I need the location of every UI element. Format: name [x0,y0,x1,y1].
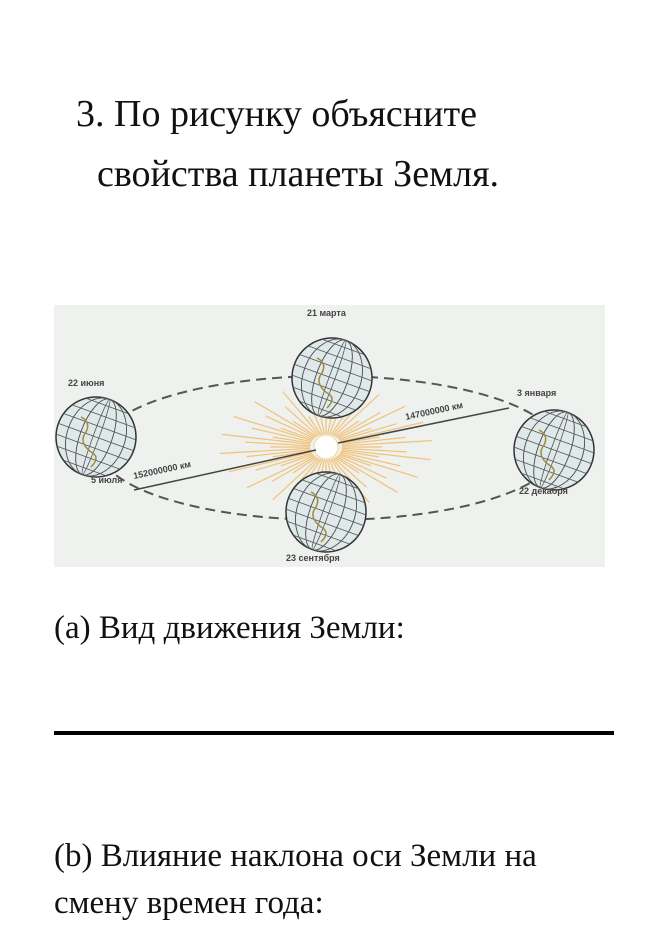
label-july: 5 июля [91,475,122,485]
sun-icon [313,434,339,460]
question-title-line2: свойства планеты Земля. [97,153,500,195]
aphelion-line [133,449,317,491]
label-september: 23 сентября [286,553,340,563]
distance-aphelion: 152000000 км [132,459,192,481]
globe-june [55,396,137,478]
label-march: 21 марта [307,308,347,318]
question-title-line1: 3. По рисунку объясните [76,93,477,135]
globe-december [513,409,595,491]
label-december: 22 декабря [519,486,568,496]
globe-march [291,337,373,419]
globe-september [285,471,367,553]
perihelion-line [337,407,510,444]
part-a-label: (a) Вид движения Земли: [54,610,405,646]
earth-orbit-diagram: 21 марта 22 июня 5 июля 3 января 22 дека… [54,305,605,567]
answer-line [54,731,614,735]
part-b-label-line2: смену времен года: [54,885,324,921]
part-b-label-line1: (b) Влияние наклона оси Земли на [54,838,537,874]
label-january: 3 января [517,388,556,398]
sun-rays [220,386,432,508]
label-june: 22 июня [68,378,104,388]
